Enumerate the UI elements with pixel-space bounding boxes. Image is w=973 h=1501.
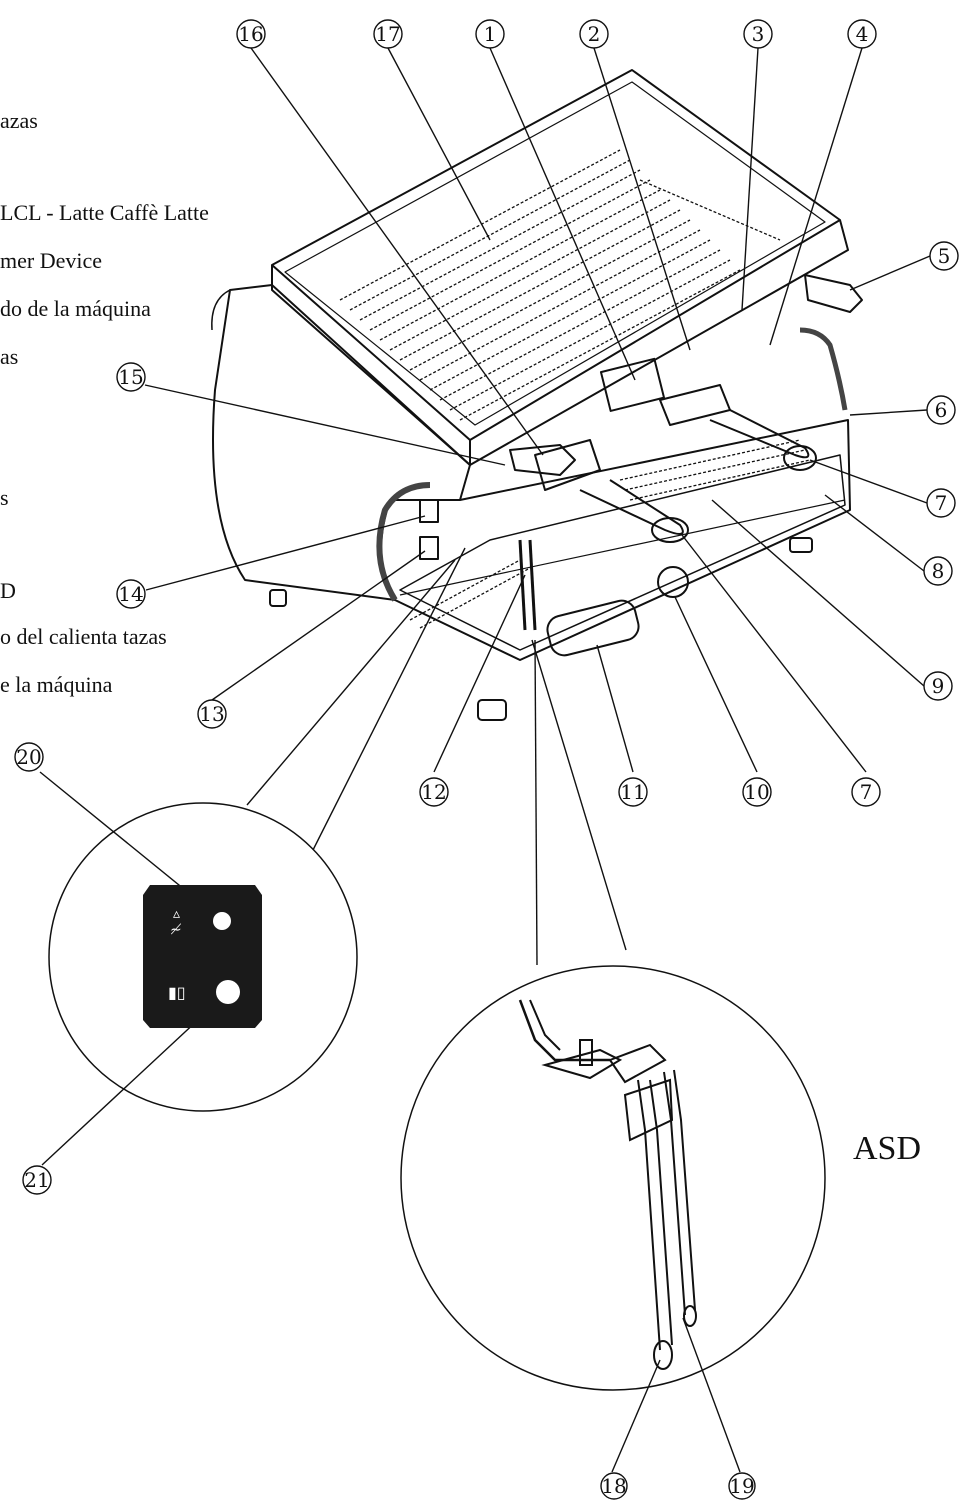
asd-label: ASD bbox=[853, 1130, 922, 1167]
callout-3: 3 bbox=[743, 19, 773, 49]
detail-circle-switches: ▵ ≁ ▮▯ bbox=[48, 802, 358, 1112]
svg-text:1: 1 bbox=[484, 22, 497, 46]
switch-panel bbox=[143, 885, 262, 1028]
callout-1: 1 bbox=[475, 19, 505, 49]
legend-line-steamer-device: mer Device bbox=[0, 248, 102, 273]
cup-warmer-tray bbox=[271, 69, 841, 441]
svg-text:19: 19 bbox=[729, 1474, 754, 1498]
asd-nozzle bbox=[653, 1340, 673, 1370]
group-head-right bbox=[659, 384, 731, 426]
callout-5: 5 bbox=[929, 241, 959, 271]
legend-line-as: as bbox=[0, 344, 19, 369]
asd-wand bbox=[518, 539, 527, 631]
display bbox=[599, 357, 666, 412]
callout-17: 17 bbox=[373, 19, 403, 49]
legend-line-lcl: LCL - Latte Caffè Latte bbox=[0, 200, 209, 225]
legend-line-machine: e la máquina bbox=[0, 672, 113, 697]
cup-warmer-switch-icon bbox=[213, 912, 231, 930]
switch-lower bbox=[419, 536, 439, 560]
steam-knob-right bbox=[804, 274, 863, 313]
front-gauge bbox=[657, 566, 689, 598]
svg-text:8: 8 bbox=[932, 559, 945, 583]
right-steam-wand bbox=[799, 327, 848, 411]
callout-11: 11 bbox=[618, 777, 648, 807]
asd-valve bbox=[541, 1048, 623, 1080]
callout-18: 18 bbox=[600, 1472, 628, 1500]
portafilter-right-handle bbox=[783, 445, 817, 471]
legend-line-machine-side: do de la máquina bbox=[0, 296, 151, 321]
power-symbol-icon: ▮▯ bbox=[168, 983, 186, 1002]
svg-text:16: 16 bbox=[238, 22, 263, 46]
machine-body-side bbox=[212, 284, 471, 601]
svg-text:20: 20 bbox=[16, 745, 41, 769]
callout-12: 12 bbox=[419, 777, 449, 807]
foot-front-left bbox=[477, 699, 507, 721]
callout-4: 4 bbox=[847, 19, 877, 49]
svg-text:4: 4 bbox=[856, 22, 869, 46]
vent-holes bbox=[339, 149, 811, 629]
legend-line-cup-warmer: azas bbox=[0, 108, 38, 133]
svg-text:7: 7 bbox=[935, 491, 948, 515]
callout-16: 16 bbox=[236, 19, 266, 49]
cup-warmer-symbol-icon: ▵ bbox=[173, 906, 180, 922]
portafilter-right bbox=[709, 409, 810, 459]
callout-markers: 16 17 1 2 3 4 5 6 7 8 9 7 10 11 12 13 14… bbox=[14, 19, 959, 1500]
callout-20: 20 bbox=[14, 742, 44, 772]
legend-line-cup-warmer-switch: o del calienta tazas bbox=[0, 624, 167, 649]
svg-text:5: 5 bbox=[938, 244, 951, 268]
legend-line-d: D bbox=[0, 578, 16, 603]
machine-front bbox=[394, 419, 851, 661]
svg-text:18: 18 bbox=[601, 1474, 626, 1498]
svg-text:9: 9 bbox=[932, 674, 945, 698]
callout-14: 14 bbox=[116, 579, 146, 609]
callout-2: 2 bbox=[579, 19, 609, 49]
leader-lines bbox=[39, 47, 931, 1473]
svg-text:17: 17 bbox=[375, 22, 400, 46]
control-panel bbox=[546, 599, 640, 657]
callout-19: 19 bbox=[728, 1472, 756, 1500]
svg-text:21: 21 bbox=[24, 1168, 49, 1192]
foot-front-right bbox=[789, 537, 813, 553]
heat-symbol-icon: ≁ bbox=[170, 922, 182, 938]
asd-clip bbox=[623, 1078, 674, 1142]
group-head-left bbox=[534, 439, 601, 491]
svg-text:11: 11 bbox=[620, 780, 645, 804]
callout-9: 9 bbox=[923, 671, 953, 701]
callout-15: 15 bbox=[116, 362, 146, 392]
svg-text:13: 13 bbox=[199, 702, 224, 726]
callout-7-lower: 7 bbox=[851, 777, 881, 807]
switch-upper bbox=[419, 499, 439, 523]
callout-10: 10 bbox=[742, 777, 772, 807]
svg-text:6: 6 bbox=[935, 398, 948, 422]
legend-line-s: s bbox=[0, 485, 9, 510]
callout-21: 21 bbox=[22, 1165, 52, 1195]
portafilter-left-handle bbox=[651, 517, 689, 543]
callout-8: 8 bbox=[923, 556, 953, 586]
power-switch-icon bbox=[216, 980, 240, 1004]
callout-13: 13 bbox=[197, 699, 227, 729]
svg-text:14: 14 bbox=[118, 582, 143, 606]
svg-text:2: 2 bbox=[588, 22, 601, 46]
svg-text:10: 10 bbox=[744, 780, 769, 804]
drip-tray bbox=[399, 454, 846, 651]
detail-circle-asd bbox=[400, 965, 826, 1391]
svg-text:7: 7 bbox=[860, 780, 873, 804]
left-steam-wand bbox=[376, 482, 431, 602]
asd-sensor bbox=[683, 1305, 697, 1327]
callout-6: 6 bbox=[926, 395, 956, 425]
steam-knob-left bbox=[509, 444, 576, 476]
svg-text:15: 15 bbox=[118, 365, 143, 389]
svg-text:3: 3 bbox=[752, 22, 765, 46]
portafilter-left bbox=[579, 479, 684, 535]
svg-text:12: 12 bbox=[421, 780, 446, 804]
callout-7-upper: 7 bbox=[926, 488, 956, 518]
foot-back-left bbox=[269, 589, 287, 607]
